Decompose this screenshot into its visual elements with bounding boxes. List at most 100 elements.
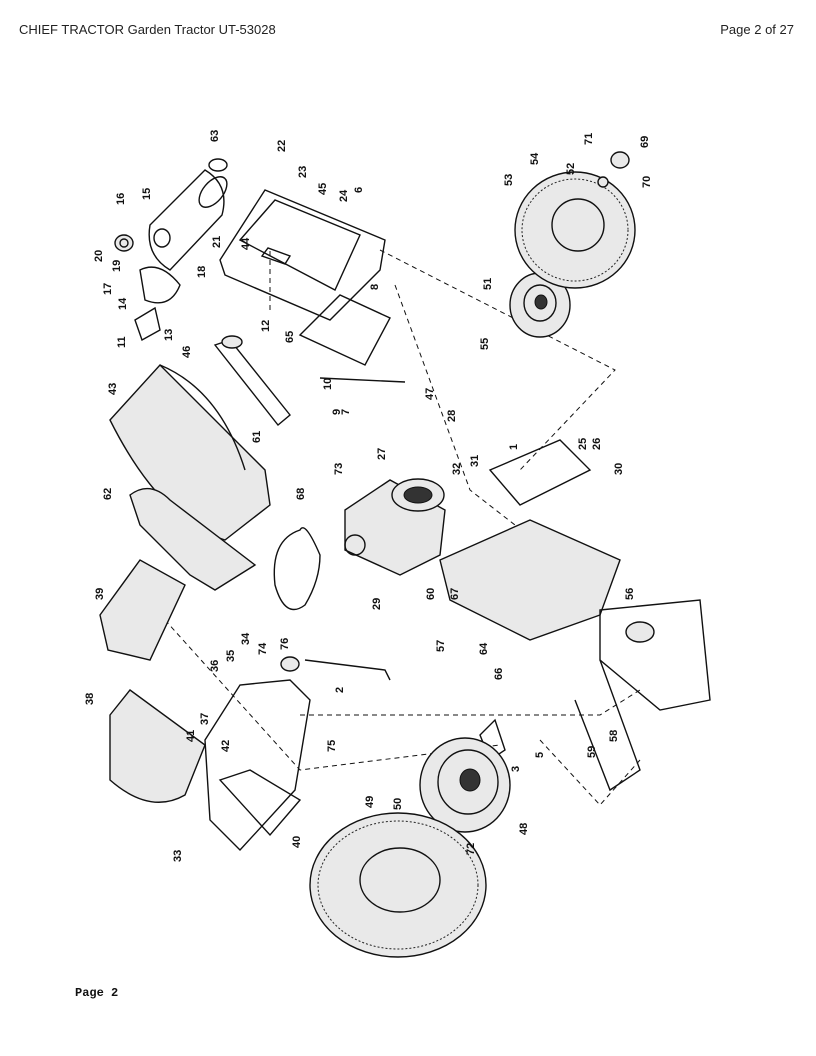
part-label-31: 31 xyxy=(469,455,481,467)
part-label-23: 23 xyxy=(297,166,309,178)
part-label-22: 22 xyxy=(276,140,288,152)
part-label-52: 52 xyxy=(565,163,577,175)
part-label-30: 30 xyxy=(613,463,625,475)
rear-tire-part xyxy=(309,812,487,958)
hood-part xyxy=(109,363,271,541)
part-label-45: 45 xyxy=(317,183,329,195)
seat-part xyxy=(109,689,206,803)
part-label-10: 10 xyxy=(322,378,334,390)
part-label-5: 5 xyxy=(534,752,546,758)
part-label-71: 71 xyxy=(583,133,595,145)
part-label-44: 44 xyxy=(240,237,252,250)
part-label-66: 66 xyxy=(493,668,505,680)
part-label-56: 56 xyxy=(624,588,636,600)
part-label-69: 69 xyxy=(639,136,651,148)
part-label-75: 75 xyxy=(326,740,338,752)
part-label-51: 51 xyxy=(482,278,494,290)
part-label-73: 73 xyxy=(333,463,345,475)
part-label-57: 57 xyxy=(435,640,447,652)
part-label-46: 46 xyxy=(181,346,193,358)
part-label-19: 19 xyxy=(111,260,123,272)
steering-rod-part xyxy=(304,659,391,681)
hub-cap-part xyxy=(610,151,630,169)
part-label-17: 17 xyxy=(102,283,114,295)
rear-rim-part xyxy=(419,737,511,833)
part-label-7: 7 xyxy=(340,409,352,415)
part-label-64: 64 xyxy=(478,642,490,655)
decal-part xyxy=(208,158,228,172)
part-label-55: 55 xyxy=(479,338,491,350)
fuel-cap-part xyxy=(114,234,134,252)
part-label-65: 65 xyxy=(284,331,296,343)
hose-part xyxy=(273,527,321,611)
part-label-18: 18 xyxy=(196,266,208,278)
part-label-72: 72 xyxy=(465,843,477,855)
part-label-3: 3 xyxy=(510,766,522,772)
part-label-36: 36 xyxy=(209,660,221,672)
part-label-11: 11 xyxy=(116,336,128,348)
part-label-24: 24 xyxy=(338,189,350,202)
part-label-29: 29 xyxy=(371,598,383,610)
part-label-12: 12 xyxy=(260,320,272,332)
part-label-76: 76 xyxy=(279,638,291,650)
part-label-40: 40 xyxy=(291,836,303,848)
part-label-50: 50 xyxy=(392,798,404,810)
part-label-20: 20 xyxy=(93,250,105,262)
part-label-32: 32 xyxy=(451,463,463,475)
part-label-2: 2 xyxy=(334,687,346,693)
part-label-60: 60 xyxy=(425,588,437,600)
part-label-39: 39 xyxy=(94,588,106,600)
part-label-48: 48 xyxy=(518,823,530,835)
part-number-labels: 1 2 3 5 6 7 8 9 10 11 12 13 14 15 16 17 … xyxy=(84,130,653,862)
part-label-41: 41 xyxy=(185,730,197,742)
fuel-tank-part xyxy=(148,169,228,271)
part-label-21: 21 xyxy=(211,236,223,248)
plate-part xyxy=(298,294,391,366)
part-label-63: 63 xyxy=(209,130,221,142)
front-rim-part xyxy=(509,272,571,338)
part-label-35: 35 xyxy=(225,650,237,662)
part-label-27: 27 xyxy=(376,448,388,460)
part-label-38: 38 xyxy=(84,693,96,705)
frame-part xyxy=(439,439,711,792)
part-label-53: 53 xyxy=(503,174,515,186)
part-label-67: 67 xyxy=(449,588,461,600)
part-label-62: 62 xyxy=(102,488,114,500)
part-label-28: 28 xyxy=(446,410,458,422)
engine-part xyxy=(344,478,446,576)
part-label-26: 26 xyxy=(591,438,603,450)
side-panel-part xyxy=(213,339,291,426)
part-label-13: 13 xyxy=(163,329,175,341)
part-label-1: 1 xyxy=(508,444,520,450)
part-label-33: 33 xyxy=(172,850,184,862)
part-label-59: 59 xyxy=(586,746,598,758)
part-label-16: 16 xyxy=(115,193,127,205)
part-label-8: 8 xyxy=(369,284,381,290)
part-label-37: 37 xyxy=(199,713,211,725)
part-label-68: 68 xyxy=(295,488,307,500)
dash-console-part xyxy=(219,189,386,321)
part-label-9: 9 xyxy=(331,409,343,415)
part-label-61: 61 xyxy=(251,431,263,443)
part-label-15: 15 xyxy=(141,188,153,200)
tank-strap-part xyxy=(139,266,181,304)
part-label-49: 49 xyxy=(364,796,376,808)
rod-part xyxy=(319,377,406,383)
part-label-34: 34 xyxy=(240,632,252,645)
lower-panel-part xyxy=(129,487,257,591)
part-label-6: 6 xyxy=(353,187,365,193)
part-label-54: 54 xyxy=(529,152,541,165)
part-label-43: 43 xyxy=(107,383,119,395)
part-label-70: 70 xyxy=(641,176,653,188)
seat-pan-part xyxy=(204,679,311,852)
page-indicator: Page 2 of 27 xyxy=(720,22,794,37)
battery-box-part xyxy=(99,559,186,661)
part-label-74: 74 xyxy=(257,642,269,655)
part-label-47: 47 xyxy=(424,388,436,400)
part-label-42: 42 xyxy=(220,740,232,752)
part-label-58: 58 xyxy=(608,730,620,742)
document-title: CHIEF TRACTOR Garden Tractor UT-53028 xyxy=(19,22,276,37)
part-label-14: 14 xyxy=(117,297,129,310)
front-tire-part xyxy=(514,171,636,289)
